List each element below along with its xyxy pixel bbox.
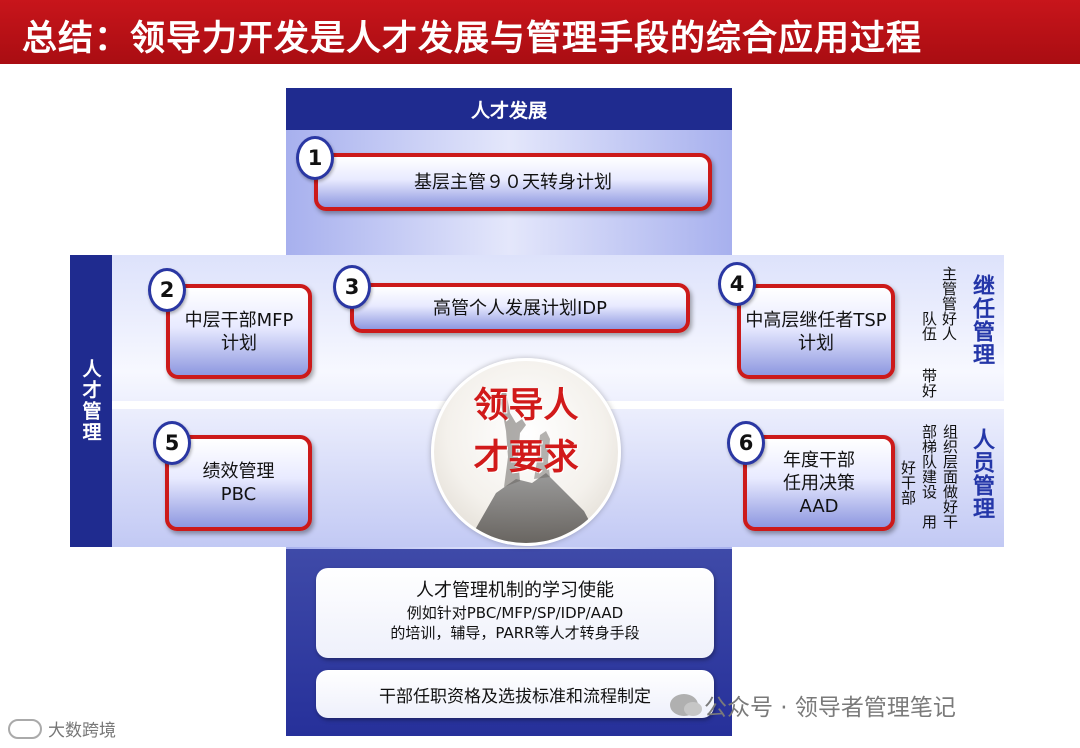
talent-management-header: 人才管理 xyxy=(70,255,112,547)
title-bar: 总结：领导力开发是人才发展与管理手段的综合应用过程 xyxy=(0,0,1080,64)
standards-box: 干部任职资格及选拔标准和流程制定 xyxy=(316,670,714,718)
succession-desc-col2: 队伍 带好 xyxy=(920,311,938,398)
program-number-2: 2 xyxy=(148,268,186,312)
program-2-line2: 计划 xyxy=(221,332,257,355)
center-line-2: 才要求 xyxy=(431,432,621,484)
talent-development-header: 人才发展 xyxy=(286,88,732,130)
talent-management-label: 人才管理 xyxy=(78,359,105,443)
program-box-3: 高管个人发展计划IDP xyxy=(350,283,690,333)
personnel-management-label: 人员管理 xyxy=(965,428,997,520)
watermark-brand-text: 大数跨境 xyxy=(48,716,116,741)
program-number-3: 3 xyxy=(333,265,371,309)
program-6-line1: 年度干部 xyxy=(783,449,855,472)
enablement-line-2: 例如针对PBC/MFP/SP/IDP/AAD xyxy=(316,603,714,623)
standards-text: 干部任职资格及选拔标准和流程制定 xyxy=(379,682,651,707)
program-number-4: 4 xyxy=(718,262,756,306)
succession-desc-col1: 主管管好人 xyxy=(940,266,958,341)
program-number-1: 1 xyxy=(296,136,334,180)
program-5-line2: PBC xyxy=(221,483,256,506)
succession-management-label: 继任管理 xyxy=(965,274,997,366)
program-box-6: 年度干部 任用决策 AAD xyxy=(743,435,895,531)
watermark-account: 公众号 · 领导者管理笔记 xyxy=(670,688,956,722)
program-6-line3: AAD xyxy=(800,495,839,518)
program-box-2: 中层干部MFP 计划 xyxy=(166,284,312,379)
personnel-desc-col3: 好干部 xyxy=(899,460,917,505)
enablement-line-1: 人才管理机制的学习使能 xyxy=(316,579,714,603)
learning-enablement-box: 人才管理机制的学习使能 例如针对PBC/MFP/SP/IDP/AAD 的培训，辅… xyxy=(316,568,714,658)
enablement-line-3: 的培训，辅导，PARR等人才转身手段 xyxy=(316,623,714,643)
personnel-desc-col2: 部梯队建设 用 xyxy=(920,424,938,529)
wechat-icon xyxy=(670,694,698,716)
watermark-account-text: 公众号 · 领导者管理笔记 xyxy=(704,688,956,722)
center-label: 领导人 才要求 xyxy=(431,380,621,484)
program-1-text: 基层主管９０天转身计划 xyxy=(414,171,612,194)
brand-logo-icon xyxy=(8,719,42,739)
program-number-5: 5 xyxy=(153,421,191,465)
program-number-6: 6 xyxy=(727,421,765,465)
program-4-line1: 中高层继任者TSP xyxy=(745,309,886,332)
program-box-1: 基层主管９０天转身计划 xyxy=(314,153,712,211)
program-4-line2: 计划 xyxy=(798,332,834,355)
personnel-desc-col1: 组织层面做好干 xyxy=(941,424,959,529)
program-2-line1: 中层干部MFP xyxy=(185,309,294,332)
center-line-1: 领导人 xyxy=(431,380,621,432)
program-3-text: 高管个人发展计划IDP xyxy=(433,297,607,320)
program-5-line1: 绩效管理 xyxy=(203,460,275,483)
watermark-brand: 大数跨境 xyxy=(8,716,116,741)
program-box-4: 中高层继任者TSP 计划 xyxy=(737,284,895,379)
program-6-line2: 任用决策 xyxy=(783,472,855,495)
page-title: 总结：领导力开发是人才发展与管理手段的综合应用过程 xyxy=(22,10,922,61)
